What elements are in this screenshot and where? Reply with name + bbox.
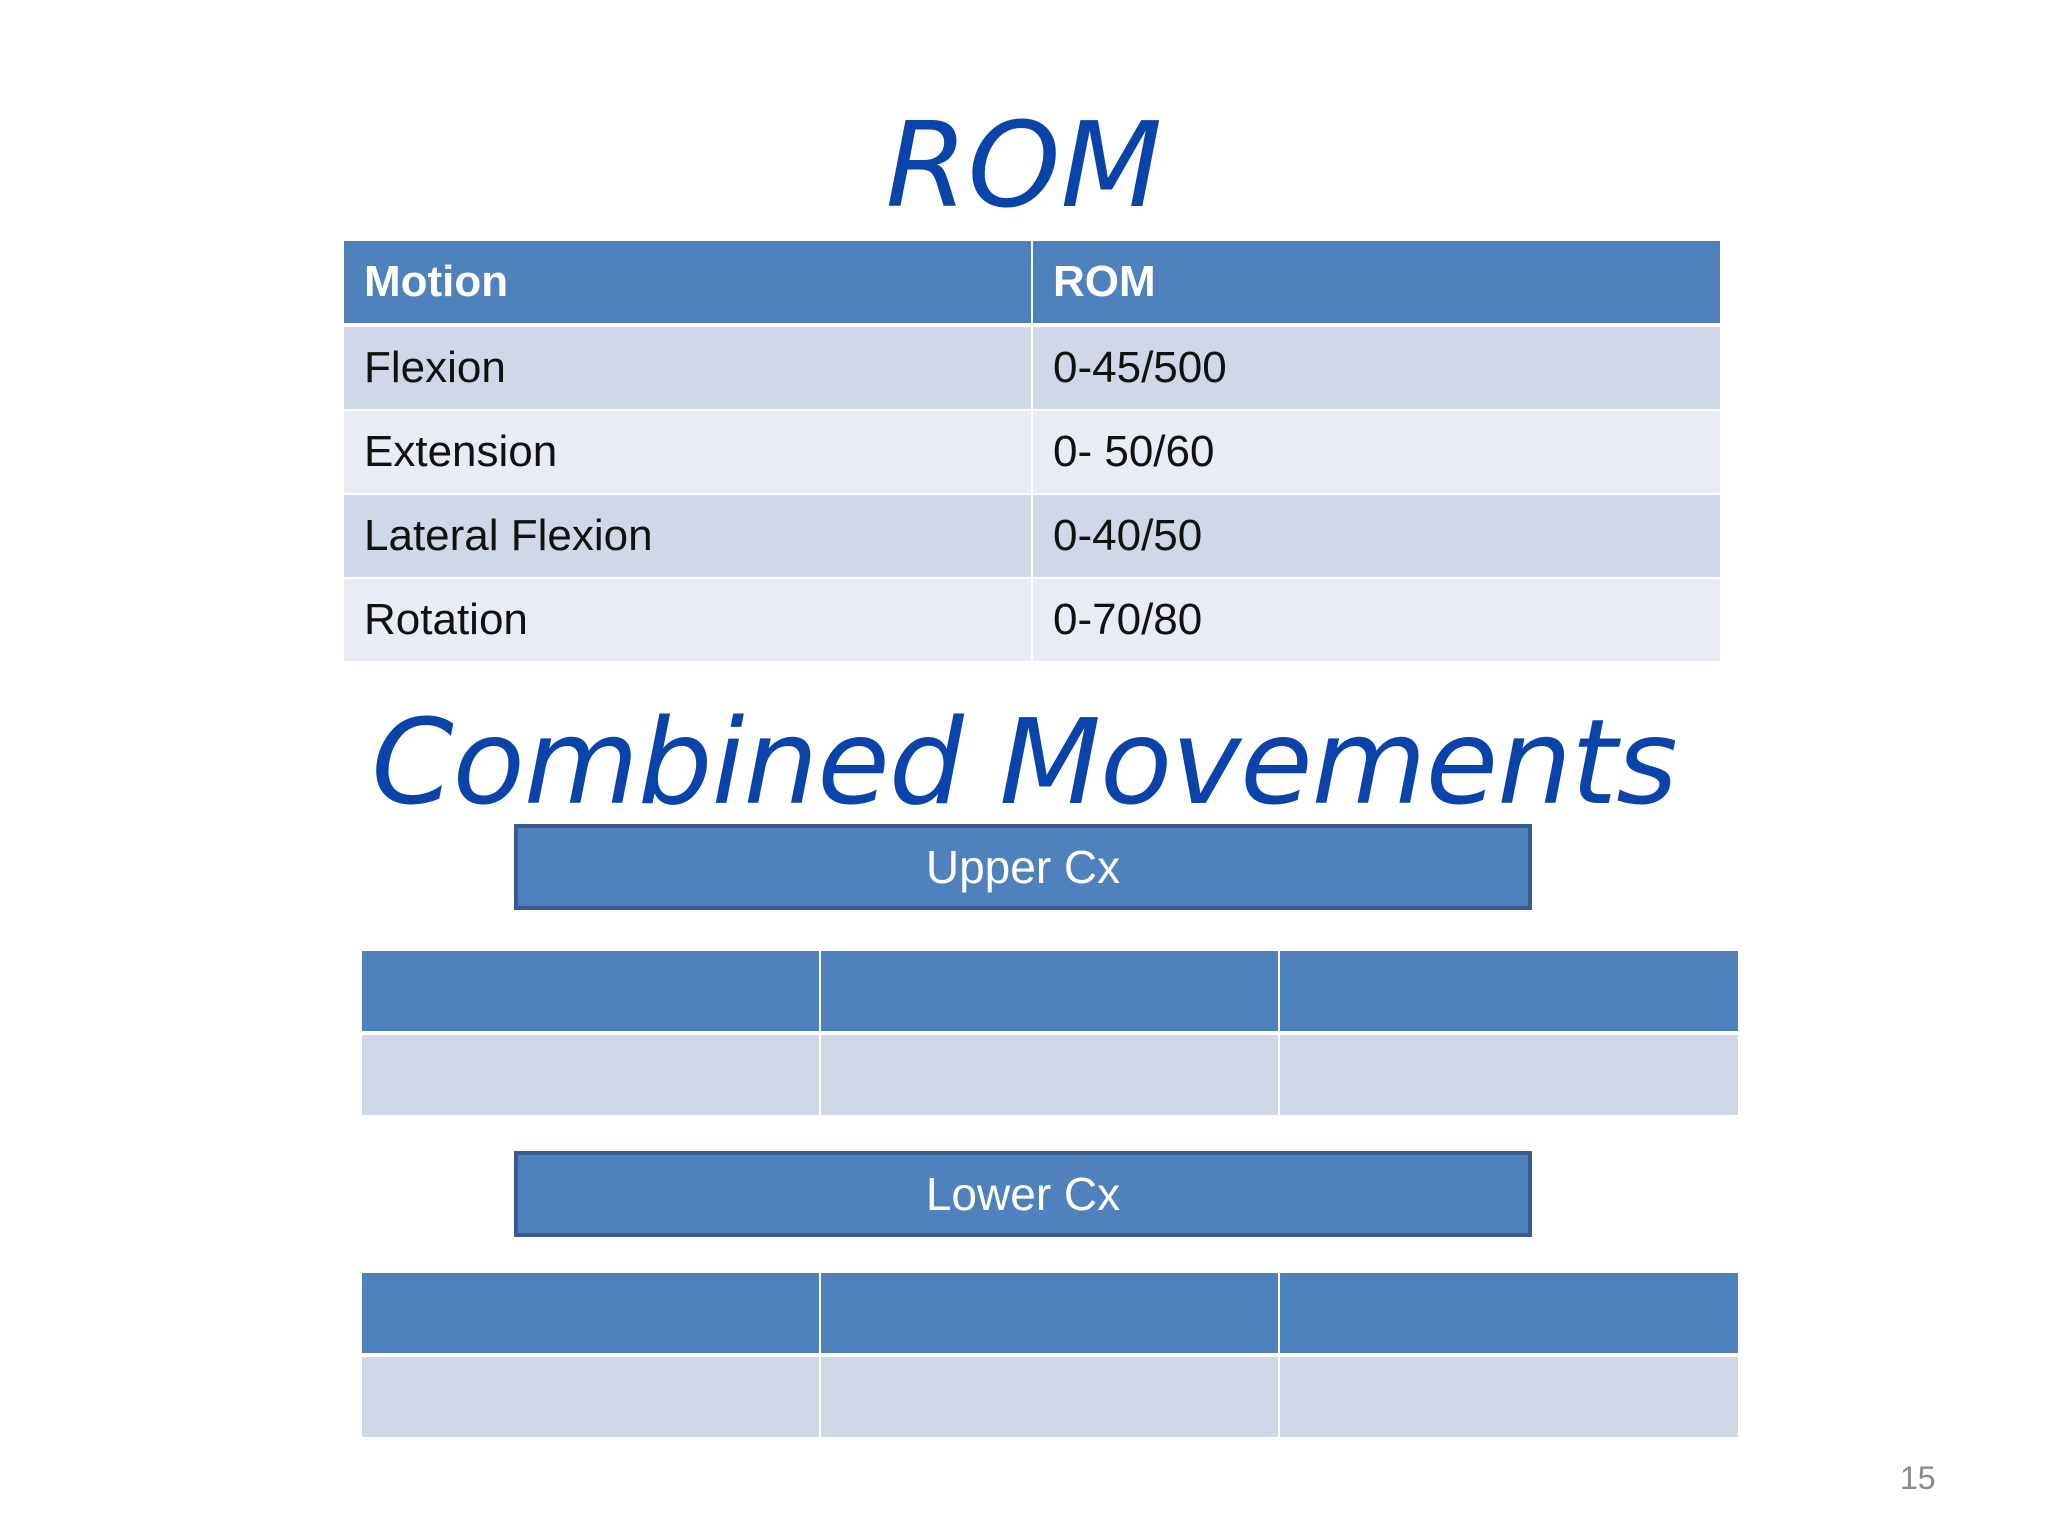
rom-cell: 0-70/80: [1031, 578, 1720, 663]
page-number: 15: [1900, 1460, 1936, 1496]
column-header-rom: ROM: [1031, 241, 1720, 327]
motion-cell: Rotation: [344, 578, 1032, 663]
header-cell: [362, 1273, 820, 1357]
table-header-row: [362, 1273, 1738, 1357]
rom-table-header-row: Motion ROM: [344, 241, 1720, 327]
column-header-motion: Motion: [344, 241, 1032, 327]
table-row: Flexion 0-45/500: [344, 325, 1720, 411]
table-row: Rotation 0-70/80: [344, 578, 1720, 663]
motion-cell: Lateral Flexion: [344, 494, 1032, 579]
table-cell: [362, 1033, 820, 1115]
table-cell: [819, 1033, 1279, 1115]
rom-cell: 0-45/500: [1031, 325, 1720, 411]
table-cell: [1278, 1033, 1738, 1115]
slide-title: ROM: [885, 96, 1163, 234]
header-cell: [819, 951, 1279, 1035]
table-cell: [362, 1355, 820, 1437]
header-cell: [819, 1273, 1279, 1357]
table-cell: [819, 1355, 1279, 1437]
rom-cell: 0-40/50: [1031, 494, 1720, 579]
table-row: [362, 1033, 1738, 1115]
upper-cx-banner: Upper Cx: [514, 824, 1532, 910]
table-row: Lateral Flexion 0-40/50: [344, 494, 1720, 579]
table-cell: [1278, 1355, 1738, 1437]
header-cell: [1278, 951, 1738, 1035]
upper-cx-table: [362, 951, 1738, 1115]
table-row: [362, 1355, 1738, 1437]
motion-cell: Extension: [344, 410, 1032, 495]
section-title: Combined Movements: [371, 693, 1678, 831]
table-row: Extension 0- 50/60: [344, 410, 1720, 495]
lower-cx-table: [362, 1273, 1738, 1437]
header-cell: [362, 951, 820, 1035]
rom-cell: 0- 50/60: [1031, 410, 1720, 495]
table-header-row: [362, 951, 1738, 1035]
rom-table: Motion ROM Flexion 0-45/500 Extension 0-…: [344, 241, 1720, 663]
lower-cx-banner: Lower Cx: [514, 1151, 1532, 1237]
motion-cell: Flexion: [344, 325, 1032, 411]
header-cell: [1278, 1273, 1738, 1357]
